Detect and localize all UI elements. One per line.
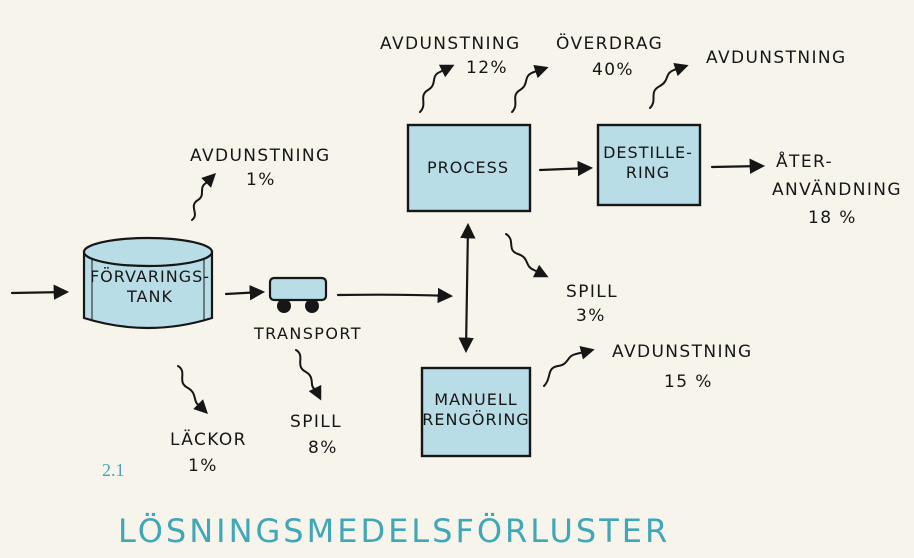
tank-to-transport-arrow	[224, 284, 266, 301]
cleaning-evaporation-value: 15 %	[664, 372, 713, 392]
tank-label: FÖRVARINGS- TANK	[90, 267, 210, 307]
tank-leaks-label: LÄCKOR	[170, 430, 247, 450]
distillation-label: DESTILLE- RING	[603, 143, 693, 183]
carryover-label: ÖVERDRAG	[556, 34, 664, 54]
cleaning-label-line2: RENGÖRING	[422, 410, 530, 429]
figure-number: 2.1	[102, 460, 125, 480]
tank-label-line1: FÖRVARINGS-	[89, 267, 211, 286]
process-spill-value: 3%	[576, 306, 606, 326]
tank-evaporation-squiggle	[191, 173, 216, 221]
process-box	[406, 123, 532, 213]
reuse-label-line2: ANVÄNDNING	[772, 180, 902, 200]
figure-title: LÖSNINGSMEDELSFÖRLUSTER	[118, 512, 671, 550]
manual-cleaning-box	[420, 366, 532, 458]
cleaning-evaporation-label: AVDUNSTNING	[612, 342, 753, 362]
reuse-label-line1: ÅTER-	[776, 152, 834, 172]
tank-evaporation-value: 1%	[246, 170, 276, 190]
distillation-evaporation-squiggle	[649, 62, 689, 109]
distillation-box	[596, 123, 702, 207]
inflow-arrow	[10, 284, 70, 300]
process-evaporation-value: 12%	[466, 58, 508, 78]
cleaning-evaporation-squiggle	[543, 345, 595, 387]
reuse-value: 18 %	[808, 208, 857, 228]
distillation-to-reuse-arrow	[710, 158, 766, 174]
distillation-evaporation-label: AVDUNSTNING	[706, 48, 847, 68]
process-spill-label: SPILL	[566, 282, 618, 302]
tank-leaks-value: 1%	[188, 456, 218, 476]
cleaning-label-line1: MANUELL	[434, 390, 518, 409]
carryover-value: 40%	[592, 60, 634, 80]
process-cleaning-double-arrow	[458, 222, 476, 354]
process-evaporation-squiggle	[419, 64, 455, 113]
process-label: PROCESS	[427, 158, 509, 177]
tank-label-line2: TANK	[127, 287, 173, 306]
transport-cart-icon	[268, 276, 328, 313]
transport-spill-squiggle	[295, 349, 322, 401]
carryover-squiggle	[511, 64, 549, 113]
cleaning-label: MANUELL RENGÖRING	[422, 390, 529, 430]
transport-label: TRANSPORT	[254, 324, 362, 343]
tank-leak-squiggle	[177, 365, 208, 414]
transport-to-process-arrow	[336, 287, 454, 304]
transport-spill-label: SPILL	[290, 412, 342, 432]
tank-evaporation-label: AVDUNSTNING	[190, 146, 331, 166]
distillation-label-line1: DESTILLE-	[603, 143, 693, 162]
process-spill-squiggle	[505, 233, 549, 278]
process-evaporation-label: AVDUNSTNING	[380, 34, 521, 54]
storage-tank	[82, 236, 214, 330]
process-to-distillation-arrow	[538, 160, 594, 177]
distillation-label-line2: RING	[625, 163, 671, 182]
transport-spill-value: 8%	[308, 438, 338, 458]
